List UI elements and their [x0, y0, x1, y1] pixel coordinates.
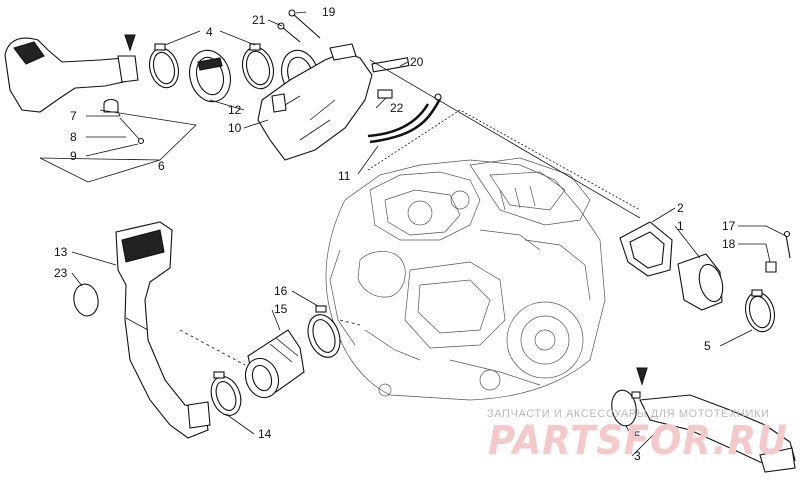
- clamp-16: [307, 305, 341, 358]
- callout-5-lower: 5: [634, 429, 641, 443]
- callout-5-right: 5: [704, 339, 711, 353]
- pin-20: [371, 57, 410, 73]
- callout-13: 13: [54, 245, 68, 259]
- clamp-14: [210, 371, 242, 416]
- washer-18: [765, 261, 777, 273]
- callout-11: 11: [338, 169, 351, 183]
- callout-9: 9: [70, 149, 77, 163]
- callout-20: 20: [410, 55, 424, 69]
- callout-15: 15: [274, 302, 288, 316]
- callout-1: 1: [677, 219, 684, 233]
- callout-19: 19: [322, 5, 336, 19]
- outlet-duct: [639, 394, 796, 473]
- callout-6: 6: [158, 159, 165, 173]
- callout-12: 12: [228, 103, 242, 117]
- clamp-right: [241, 43, 275, 90]
- callout-16: 16: [274, 284, 288, 298]
- intake-boot: [244, 329, 305, 399]
- upper-air-duct: [4, 37, 139, 113]
- callout-21: 21: [252, 13, 266, 27]
- callout-labels: 7 8 9 6 4 12 10 21 19 20 22 11 2 1 17 18…: [54, 5, 736, 463]
- callout-8: 8: [70, 130, 77, 144]
- outlet-fitting: [677, 253, 724, 311]
- coupler-left: [188, 49, 232, 103]
- lower-air-duct: [115, 221, 211, 439]
- clamp-5-right: [744, 289, 776, 333]
- callout-17: 17: [722, 219, 736, 233]
- pin-22: [377, 89, 393, 99]
- watermark: ЗАПЧАСТИ И АКСЕССУАРЫ ДЛЯ МОТОТЕХНИКИ PA…: [487, 408, 788, 464]
- callout-4: 4: [206, 25, 213, 39]
- watermark-logo: PARTSFOR.RU: [488, 418, 788, 464]
- callout-2: 2: [677, 201, 684, 215]
- bolt-17: [783, 230, 791, 259]
- sensor-assembly: [103, 98, 145, 145]
- callout-3: 3: [634, 449, 641, 463]
- callout-18: 18: [722, 237, 736, 251]
- intake-housing: [257, 43, 373, 161]
- bolt-19: [288, 9, 321, 39]
- gasket: [619, 221, 673, 277]
- callout-7: 7: [70, 109, 77, 123]
- engine-block: [325, 157, 606, 401]
- callout-23: 23: [54, 266, 68, 280]
- clamp-23: [73, 283, 99, 317]
- arrow-marker-icon: [636, 367, 648, 386]
- arrow-marker-icon: [124, 34, 136, 52]
- wire-harness: [367, 93, 442, 144]
- callout-10: 10: [228, 121, 242, 135]
- callout-22: 22: [390, 101, 404, 115]
- leader-lines: [39, 11, 787, 457]
- callout-14: 14: [258, 427, 272, 441]
- clamp-left: [148, 43, 180, 89]
- watermark-tagline: ЗАПЧАСТИ И АКСЕССУАРЫ ДЛЯ МОТОТЕХНИКИ: [487, 408, 769, 420]
- clamp-5-lower: [611, 389, 641, 427]
